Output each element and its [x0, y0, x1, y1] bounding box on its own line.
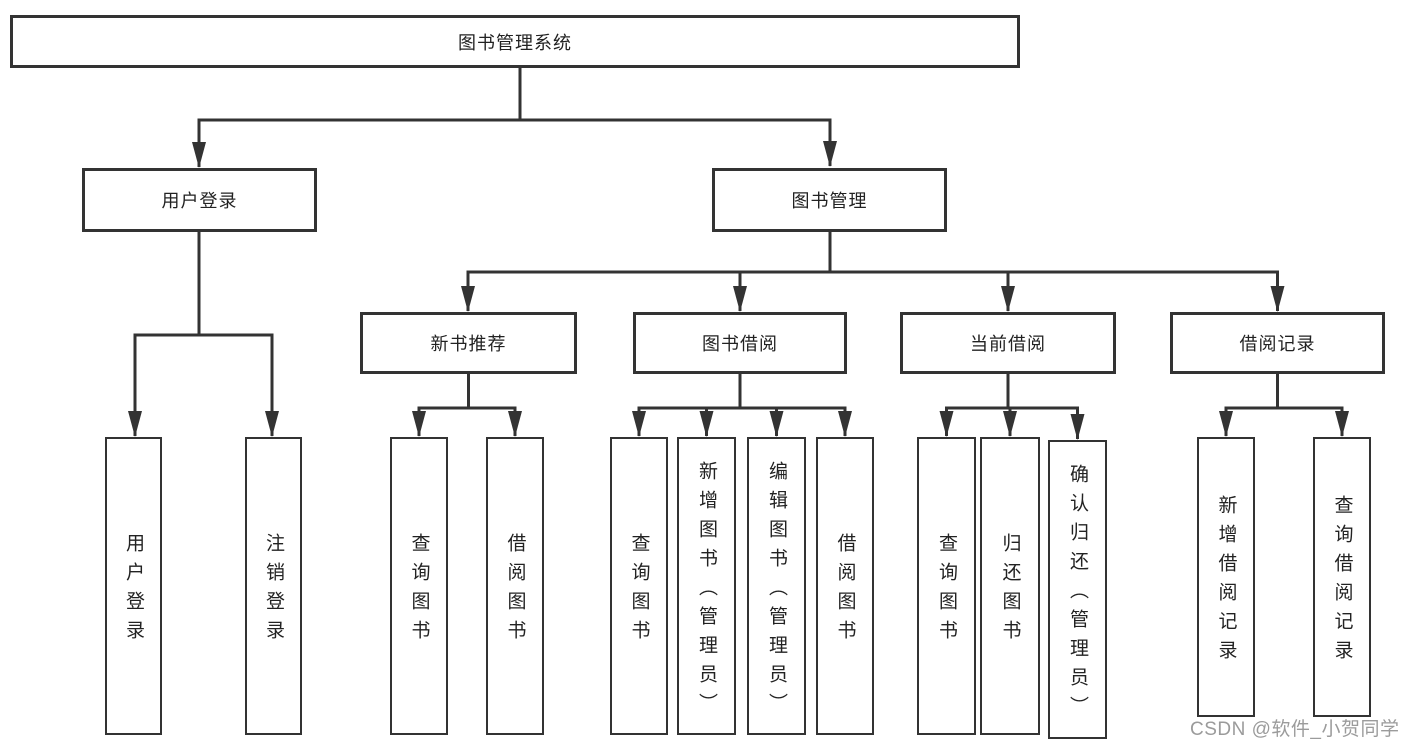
- leaf-label: 查询图书: [936, 533, 957, 649]
- csdn-watermark: CSDN @软件_小贺同学: [1190, 719, 1400, 740]
- leaf-edit-books-admin: 编辑图书（管理员）: [747, 437, 806, 735]
- leaf-query-borrow-record: 查询借阅记录: [1313, 437, 1371, 717]
- leaf-label: 借阅图书: [834, 533, 856, 649]
- node-new-book-recommend: 新书推荐: [360, 312, 577, 374]
- node-book-management: 图书管理: [712, 168, 947, 232]
- leaf-add-borrow-record: 新增借阅记录: [1197, 437, 1255, 717]
- node-borrow-records: 借阅记录: [1170, 312, 1385, 374]
- node-label: 新书推荐: [430, 334, 507, 354]
- node-library-system: 图书管理系统: [10, 15, 1020, 68]
- leaf-query-books-borrowing: 查询图书: [610, 437, 668, 735]
- node-label: 当前借阅: [970, 334, 1046, 354]
- leaf-query-books-current: 查询图书: [917, 437, 976, 735]
- leaf-query-books-recommend: 查询图书: [390, 437, 448, 735]
- leaf-label: 注销登录: [263, 533, 284, 649]
- node-label: 图书管理: [791, 191, 868, 211]
- leaf-label: 新增借阅记录: [1215, 495, 1237, 669]
- leaf-label: 用户登录: [123, 533, 144, 649]
- node-label: 借阅记录: [1239, 334, 1316, 354]
- leaf-return-books: 归还图书: [980, 437, 1040, 735]
- leaf-add-books-admin: 新增图书（管理员）: [677, 437, 736, 735]
- node-label: 图书借阅: [702, 334, 778, 354]
- leaf-confirm-return-admin: 确认归还（管理员）: [1048, 440, 1107, 739]
- leaf-label: 查询图书: [628, 533, 650, 649]
- leaf-user-login: 用户登录: [105, 437, 162, 735]
- node-current-borrowing: 当前借阅: [900, 312, 1116, 374]
- leaf-borrow-books: 借阅图书: [816, 437, 874, 735]
- leaf-borrow-books-recommend: 借阅图书: [486, 437, 544, 735]
- leaf-label: 归还图书: [999, 533, 1021, 649]
- leaf-label: 编辑图书（管理员）: [766, 460, 787, 722]
- leaf-label: 借阅图书: [504, 533, 526, 649]
- node-label: 用户登录: [161, 191, 238, 211]
- node-label: 图书管理系统: [458, 32, 572, 53]
- leaf-label: 查询借阅记录: [1331, 495, 1353, 669]
- leaf-label: 确认归还（管理员）: [1067, 464, 1088, 725]
- leaf-label: 新增图书（管理员）: [696, 460, 717, 722]
- leaf-logout: 注销登录: [245, 437, 302, 735]
- node-user-login: 用户登录: [82, 168, 317, 232]
- node-book-borrowing: 图书借阅: [633, 312, 847, 374]
- leaf-label: 查询图书: [408, 533, 430, 649]
